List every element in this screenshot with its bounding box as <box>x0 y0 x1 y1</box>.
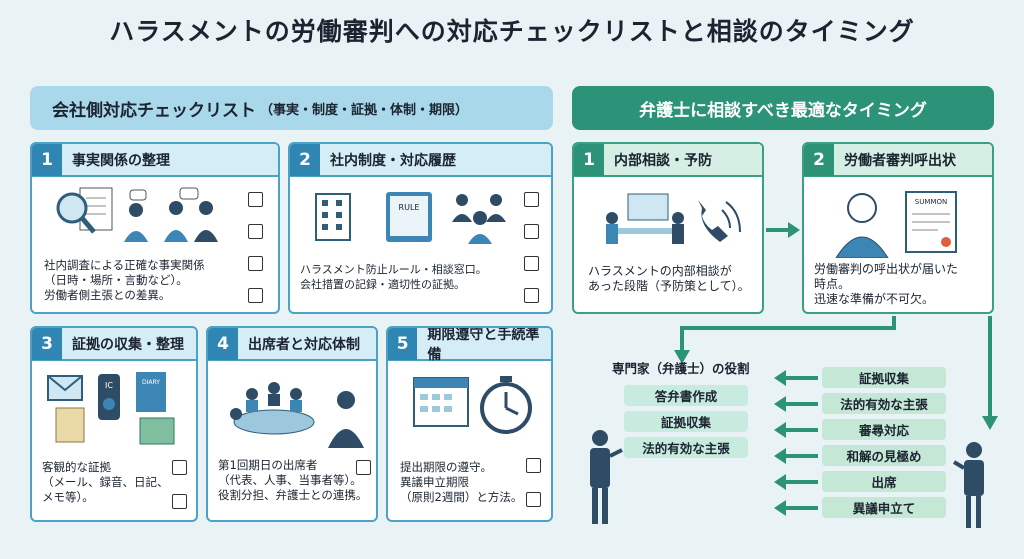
card-text: 客観的な証拠 （メール、録音、日記、 メモ等）。 <box>42 460 169 504</box>
diary-label: DIARY <box>142 379 160 386</box>
card-text: 提出期限の遵守。 異議申立期限 （原則2週間）と方法。 <box>400 460 523 504</box>
checkbox[interactable] <box>248 288 263 303</box>
card-header: 1 内部相談・予防 <box>574 144 762 177</box>
card-text: 第1回期日の出席者 （代表、人事、当事者等）。 役割分担、弁護士との連携。 <box>218 458 368 502</box>
rule-book-label: RULE <box>399 203 420 212</box>
checkbox[interactable] <box>356 460 371 475</box>
card-text: ハラスメントの内部相談が あった段階（予防策として）。 <box>588 264 750 293</box>
left-section-header: 会社側対応チェックリスト （事実・制度・証拠・体制・期限） <box>30 86 553 130</box>
response-item: 和解の見極め <box>822 445 946 466</box>
right-arrow-icon <box>766 222 800 238</box>
investigation-icon <box>56 187 148 242</box>
lawyer-task: 法的有効な主張 <box>624 437 748 458</box>
card-number: 1 <box>32 144 62 176</box>
checkbox[interactable] <box>524 224 539 239</box>
lawyer-role-label: 専門家（弁護士）の役割 <box>612 361 750 376</box>
flow-connectors <box>674 316 998 516</box>
page-title: ハラスメントの労働審判への対応チェックリストと相談のタイミング <box>109 17 915 46</box>
card-title: 社内制度・対応履歴 <box>330 152 456 169</box>
checklist-card-deadlines: 5 期限遵守と手続準備 提出期限の遵守。 異議申立期限 （原則2週間）と方法。 <box>386 326 553 522</box>
card-text: 社内調査による正確な事実関係 （日時・場所・言動など）。 労働者側主張との差異。 <box>44 258 205 302</box>
summons-document-icon: SUMMON <box>835 191 957 258</box>
calendar-clock-icon <box>413 376 532 434</box>
recorder-label: IC <box>105 381 113 390</box>
lawyer-figure-icon <box>590 430 623 524</box>
card-title: 証拠の収集・整理 <box>72 336 184 353</box>
checklist-card-attendance: 4 出席者と対応体制 第1回期日の出席者 （代表、人事、当事者等）。 役割分担、… <box>206 326 378 522</box>
checkbox[interactable] <box>524 256 539 271</box>
checklist-card-facts: 1 事実関係の整理 社内調査による正確な事実関係 （日時・場所・言動など）。 労… <box>30 142 280 314</box>
card-title: 事実関係の整理 <box>72 152 170 169</box>
card-number: 1 <box>574 144 604 176</box>
card-header: 2 社内制度・対応履歴 <box>290 144 551 177</box>
evidence-icons: IC DIARY <box>47 372 175 445</box>
card-title: 期限遵守と手続準備 <box>427 326 540 363</box>
summons-label: SUMMON <box>915 198 947 206</box>
checkbox[interactable] <box>526 458 541 473</box>
timing-card-internal-consultation: 1 内部相談・予防 ハラスメントの内部相談が あった段階（予防策として）。 <box>572 142 764 314</box>
card-number: 3 <box>32 328 62 360</box>
card-header: 4 出席者と対応体制 <box>208 328 376 361</box>
lawyer-task: 答弁書作成 <box>624 385 748 406</box>
card-header: 3 証拠の収集・整理 <box>32 328 196 361</box>
response-item: 出席 <box>822 471 946 492</box>
checklist-card-evidence: 3 証拠の収集・整理 IC DIARY 客観的な証拠 （メール、録音、日記、 メ… <box>30 326 198 522</box>
card-number: 4 <box>208 328 238 360</box>
right-section-header: 弁護士に相談すべき最適なタイミング <box>572 86 994 130</box>
meeting-people-icon <box>164 187 218 242</box>
checkbox[interactable] <box>248 256 263 271</box>
left-header-sub: （事実・制度・証拠・体制・期限） <box>260 102 469 118</box>
checkbox[interactable] <box>172 494 187 509</box>
checklist-card-policies: 2 社内制度・対応履歴 RULE ハラスメント防止ルール・相談窓口。 会社措置の… <box>288 142 553 314</box>
card-number: 2 <box>290 144 320 176</box>
meeting-table-icon <box>230 382 364 448</box>
card-text: 労働審判の呼出状が届いた 時点。 迅速な準備が不可欠。 <box>814 262 959 306</box>
card-title: 労働者審判呼出状 <box>844 152 956 169</box>
response-item: 法的有効な主張 <box>822 393 946 414</box>
left-header-main: 会社側対応チェックリスト <box>52 100 256 121</box>
card-header: 1 事実関係の整理 <box>32 144 278 177</box>
card-text: ハラスメント防止ルール・相談窓口。 会社措置の記録・適切性の証拠。 <box>300 263 487 291</box>
checkbox[interactable] <box>172 460 187 475</box>
checkbox[interactable] <box>524 288 539 303</box>
card-header: 5 期限遵守と手続準備 <box>388 326 551 363</box>
card-title: 出席者と対応体制 <box>248 336 360 353</box>
checkbox[interactable] <box>526 492 541 507</box>
response-item: 審尋対応 <box>822 419 946 440</box>
lawyer-task: 証拠収集 <box>624 411 748 432</box>
company-rules-icon: RULE <box>315 192 506 244</box>
client-figure-icon <box>952 442 984 528</box>
card-number: 2 <box>804 144 834 176</box>
checkbox[interactable] <box>524 192 539 207</box>
card-number: 5 <box>388 328 418 360</box>
checkbox[interactable] <box>248 224 263 239</box>
card-title: 内部相談・予防 <box>614 152 712 169</box>
timing-card-summons: 2 労働者審判呼出状 SUMMON 労働審判の呼出状が届いた 時点。 迅速な準備… <box>802 142 994 314</box>
card-header: 2 労働者審判呼出状 <box>804 144 992 177</box>
checkbox[interactable] <box>248 192 263 207</box>
response-item: 異議申立て <box>822 497 946 518</box>
consultation-phone-icon <box>606 193 741 244</box>
response-item: 証拠収集 <box>822 367 946 388</box>
